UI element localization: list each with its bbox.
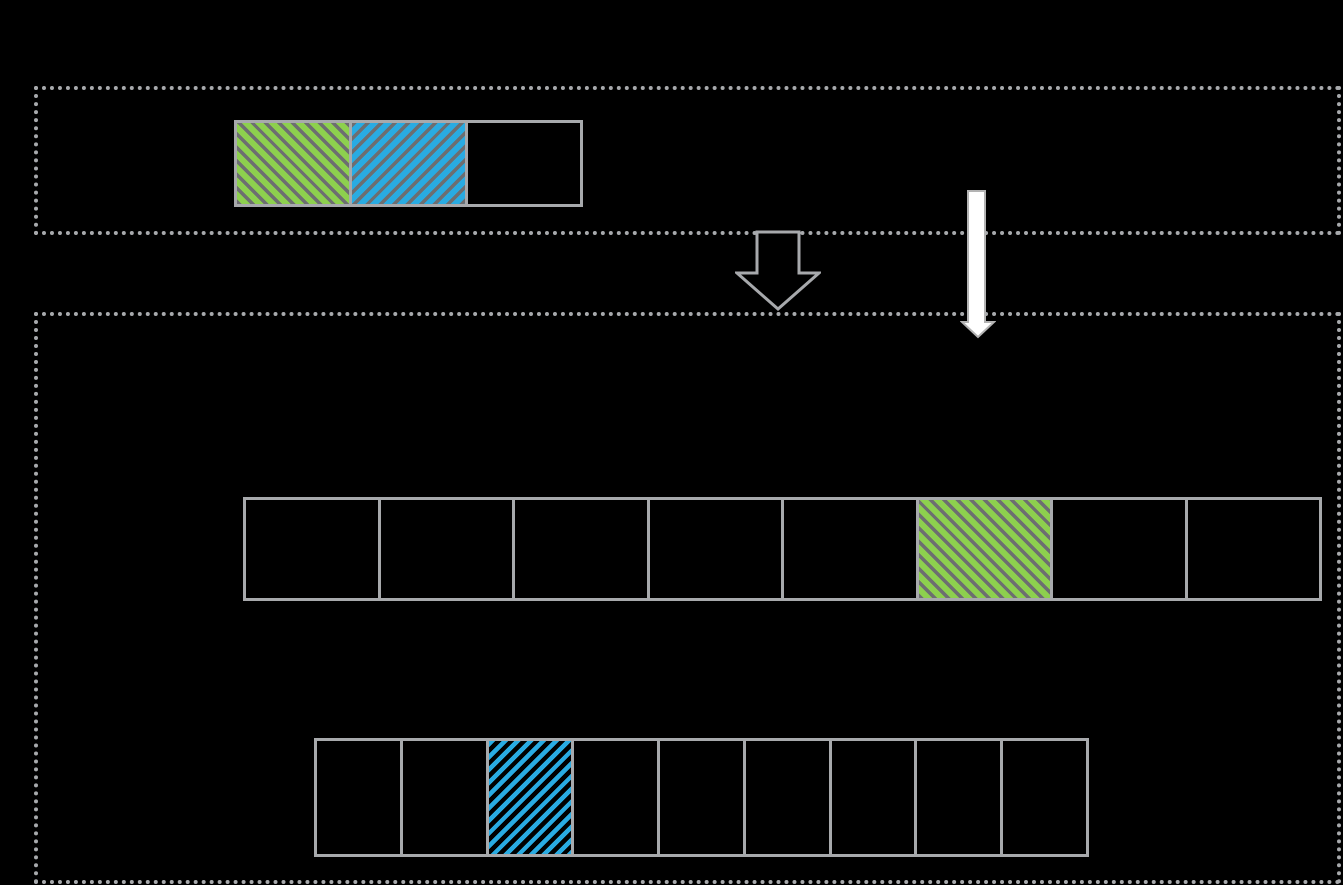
- grid-cell-blue-hatch: [352, 123, 468, 204]
- source-cell-row: [234, 120, 583, 207]
- grid-cell-empty: [1003, 741, 1086, 854]
- lower-cell-row: [314, 738, 1089, 857]
- grid-cell-empty: [403, 741, 489, 854]
- grid-cell-empty: [317, 741, 403, 854]
- white-down-arrow-icon: [960, 189, 996, 340]
- grid-cell-empty: [515, 500, 650, 598]
- grid-cell-blue-hatch-dark: [488, 741, 575, 854]
- grid-cell-empty: [468, 123, 580, 204]
- grid-cell-empty: [1053, 500, 1188, 598]
- top-dotted-box: [34, 86, 1341, 235]
- bottom-dotted-box: [34, 312, 1341, 884]
- grid-cell-empty: [660, 741, 746, 854]
- grid-cell-green-hatch: [918, 500, 1053, 598]
- upper-cell-row: [243, 497, 1322, 601]
- grid-cell-empty: [1188, 500, 1320, 598]
- grid-cell-empty: [246, 500, 381, 598]
- hollow-down-arrow-icon: [735, 230, 821, 312]
- grid-cell-empty: [746, 741, 832, 854]
- grid-cell-empty: [832, 741, 918, 854]
- grid-cell-empty: [574, 741, 661, 854]
- grid-cell-empty: [650, 500, 784, 598]
- grid-cell-empty: [917, 741, 1004, 854]
- grid-cell-empty: [784, 500, 919, 598]
- grid-cell-green-hatch: [237, 123, 353, 204]
- grid-cell-empty: [381, 500, 515, 598]
